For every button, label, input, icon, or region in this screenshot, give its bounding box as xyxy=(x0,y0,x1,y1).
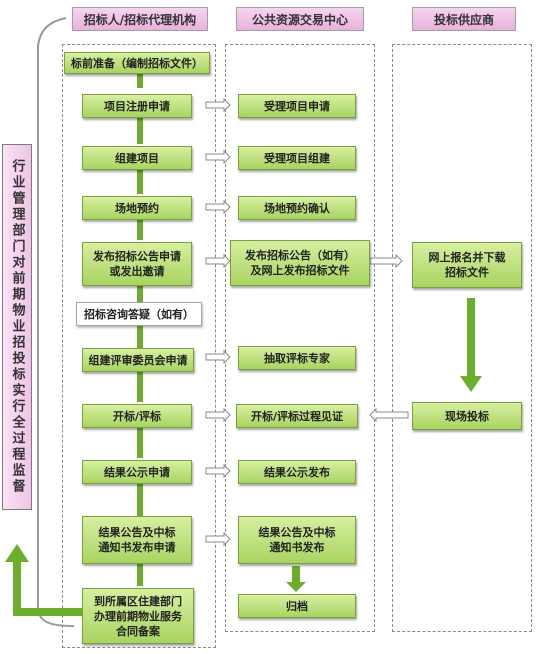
step-result: 结果公示申请 xyxy=(82,460,192,484)
step-venue: 场地预约 xyxy=(82,196,192,220)
center-column xyxy=(225,44,375,632)
header-bidder: 投标供应商 xyxy=(412,7,516,31)
arrow-committee-to-center xyxy=(205,349,231,365)
step-bid: 现场投标 xyxy=(412,402,522,430)
arrow-announce-to-center xyxy=(205,253,231,269)
step-qa: 招标咨询答疑（如有） xyxy=(76,302,202,326)
header-center: 公共资源交易中心 xyxy=(236,7,364,31)
arrow-qa-to-committee xyxy=(137,326,143,348)
arrow-notice-to-archive xyxy=(286,566,306,592)
arrow-result-to-center xyxy=(205,463,231,479)
tenderer-column xyxy=(62,44,216,648)
arrow-announce-to-qa xyxy=(137,286,143,302)
step-register: 项目注册申请 xyxy=(82,94,192,118)
step-publish: 发布招标公告（如有） 及网上发布招标文件 xyxy=(230,240,370,286)
step-download: 网上报名并下载 招标文件 xyxy=(412,242,522,288)
arrow-venue-to-announce xyxy=(137,220,143,240)
step-witness: 开标/评标过程见证 xyxy=(236,404,358,428)
step-archive: 归档 xyxy=(238,594,356,618)
tenderer-chain-arrows xyxy=(137,74,143,586)
step-open: 开标/评标 xyxy=(82,404,192,428)
arrow-register-to-center xyxy=(205,97,231,113)
step-prep: 标前准备（编制招标文件） xyxy=(64,52,210,74)
arrow-notice-to-center xyxy=(205,531,231,547)
arrow-bid-to-open xyxy=(369,407,409,423)
step-experts: 抽取评标专家 xyxy=(238,346,356,370)
arrow-notice-to-record xyxy=(137,564,143,586)
arrow-register-to-build xyxy=(137,118,143,144)
bidder-column xyxy=(392,44,532,632)
arrow-open-to-result xyxy=(137,428,143,458)
step-announce: 发布招标公告申请 或发出邀请 xyxy=(82,242,192,286)
step-publish-result: 结果公示发布 xyxy=(238,460,356,484)
step-build: 组建项目 xyxy=(82,146,192,170)
arrow-venue-to-center xyxy=(205,199,231,215)
step-confirm-venue: 场地预约确认 xyxy=(238,196,356,220)
arrow-build-to-center xyxy=(205,149,231,165)
step-record: 到所属区住建部门 办理前期物业服务 合同备案 xyxy=(82,588,194,644)
left-bracket xyxy=(37,17,75,627)
arrow-committee-to-open xyxy=(137,372,143,402)
arrow-open-to-center xyxy=(205,407,231,423)
arrow-publish-to-bidder xyxy=(369,253,403,269)
step-publish-notice: 结果公告及中标 通知书发布 xyxy=(238,516,356,564)
step-accept-build: 受理项目组建 xyxy=(238,146,356,170)
step-committee: 组建评审委员会申请 xyxy=(82,348,194,372)
arrow-result-to-notice xyxy=(137,484,143,516)
supervision-label-text: 行业管理部门对前期物业招投标实行全过程监督 xyxy=(9,159,25,495)
arrow-prep-to-register xyxy=(137,74,143,88)
step-accept-register: 受理项目申请 xyxy=(238,94,356,118)
arrow-build-to-venue xyxy=(137,170,143,194)
step-notice: 结果公告及中标 通知书发布申请 xyxy=(82,516,192,564)
header-tenderer: 招标人/招标代理机构 xyxy=(72,7,208,31)
supervision-label: 行业管理部门对前期物业招投标实行全过程监督 xyxy=(2,144,32,510)
cross-column-arrows xyxy=(205,97,409,547)
feedback-arrow xyxy=(5,544,85,616)
arrow-download-to-bid xyxy=(460,298,482,392)
